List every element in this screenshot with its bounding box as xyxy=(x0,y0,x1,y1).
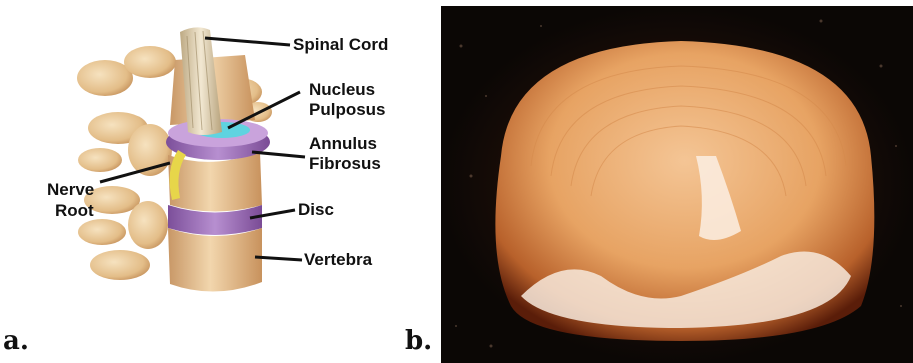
panel-a-letter: a. xyxy=(3,326,29,356)
annulus-fibrosus-label-1: Annulus xyxy=(309,134,377,154)
annulus-fibrosus-label-2: Fibrosus xyxy=(309,154,381,174)
spinal-cord-label: Spinal Cord xyxy=(293,35,388,55)
disc-label: Disc xyxy=(298,200,334,220)
panel-b-letter: b. xyxy=(405,326,432,356)
disc-cross-section-photo xyxy=(441,6,913,363)
nucleus-pulposus-label-1: Nucleus xyxy=(309,80,375,100)
nerve-root-label-1: Nerve xyxy=(47,180,94,200)
nucleus-pulposus-label-2: Pulposus xyxy=(309,100,386,120)
lower-vertebra xyxy=(168,228,262,292)
nerve-root-label-2: Root xyxy=(55,201,94,221)
vertebra-label: Vertebra xyxy=(304,250,372,270)
